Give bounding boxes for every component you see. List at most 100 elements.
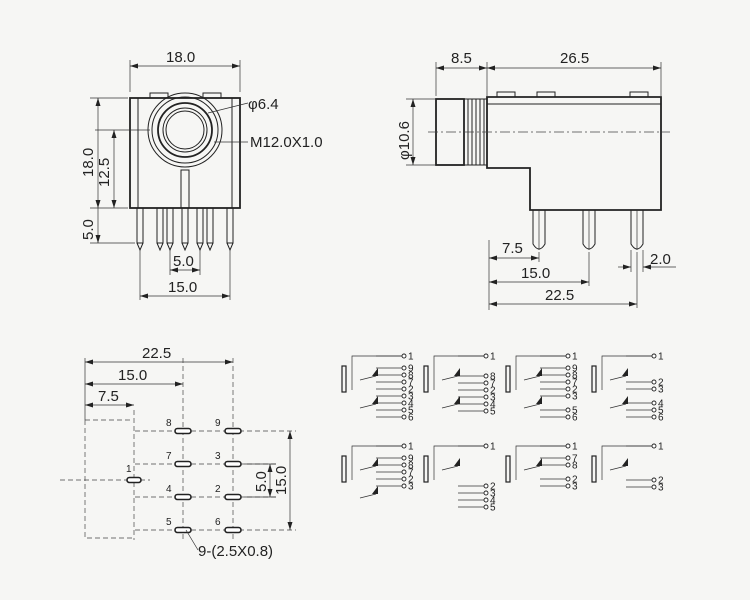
dim-pin-length-label: 5.0 [80, 219, 97, 240]
pin-label: 1 [490, 442, 496, 453]
front-pins [136, 169, 234, 252]
pin-terminal [401, 483, 407, 489]
pin-terminal [483, 408, 489, 414]
dim-body-length-label: 26.5 [560, 50, 589, 67]
pin-label: 2 [408, 475, 414, 486]
pin-terminal [401, 476, 407, 482]
dim-row-pitch-label: 5.0 [253, 471, 270, 492]
diameter-label: φ6.4 [248, 96, 279, 113]
pin-label: 7 [572, 378, 578, 389]
pin-terminal [565, 455, 571, 461]
pin-terminal [483, 483, 489, 489]
pad-label: 3 [215, 451, 221, 462]
pin-label: 1 [658, 352, 664, 363]
pin-terminal [651, 477, 657, 483]
pad-3 [224, 460, 242, 468]
sleeve-symbol [591, 455, 597, 483]
dim-col-span-label: 15.0 [273, 466, 290, 495]
pin-terminal [401, 455, 407, 461]
pin-label: 5 [408, 406, 414, 417]
pin-label: 8 [572, 461, 578, 472]
pin-label: 4 [658, 399, 664, 410]
pin-terminal [565, 483, 571, 489]
side-pins [532, 210, 644, 250]
pin-terminal [483, 387, 489, 393]
dim-pin-1-label: 7.5 [502, 240, 523, 257]
dim-total-label: 22.5 [142, 345, 171, 362]
pin-label: 9 [408, 364, 414, 375]
pad-label: 2 [215, 484, 221, 495]
dim-mid-label: 15.0 [118, 367, 147, 384]
pin-label: 8 [408, 371, 414, 382]
sleeve-symbol [505, 455, 511, 483]
pad-2 [224, 493, 242, 501]
sleeve-symbol [505, 365, 511, 393]
pin-label: 3 [408, 482, 414, 493]
pin-terminal [565, 386, 571, 392]
pin-label: 2 [490, 386, 496, 397]
pin-label: 1 [490, 352, 496, 363]
pin-label: 2 [572, 475, 578, 486]
pin-label: 3 [658, 483, 664, 494]
pin-terminal [651, 400, 657, 406]
pin-terminal [483, 394, 489, 400]
switch-contact [359, 493, 377, 499]
pin-terminal [651, 379, 657, 385]
pin-label: 1 [572, 352, 578, 363]
pin-label: 6 [572, 413, 578, 424]
pin-label: 7 [408, 378, 414, 389]
pin-terminal [651, 353, 657, 359]
pad-label: 9 [215, 418, 221, 429]
pin-label: 2 [408, 385, 414, 396]
pin-label: 6 [408, 413, 414, 424]
switch-arrow [622, 458, 628, 466]
schematic-8: 123 [591, 442, 664, 494]
pin-label: 5 [658, 406, 664, 417]
pin-label: 7 [572, 454, 578, 465]
pad-7 [174, 460, 192, 468]
dim-pin-span-label: 15.0 [168, 279, 197, 296]
pcb-footprint: 22.5 15.0 7.5 1 8 9 7 3 4 [60, 345, 296, 560]
pin-terminal [483, 373, 489, 379]
switch-contact [441, 465, 459, 471]
pin-label: 8 [572, 371, 578, 382]
jack-body-side [486, 96, 662, 211]
pin-label: 8 [408, 461, 414, 472]
dim-nose-diameter-label: φ10.6 [396, 121, 413, 160]
pad-5 [174, 526, 192, 534]
pin-terminal [565, 353, 571, 359]
switch-arrow [372, 396, 378, 404]
switch-schematics: 1987234561872345198723561234561987231234… [341, 352, 664, 514]
pin-terminal [401, 443, 407, 449]
pin-terminal [565, 414, 571, 420]
pin-label: 4 [408, 399, 414, 410]
thread-label: M12.0X1.0 [250, 134, 323, 151]
pin-label: 7 [490, 379, 496, 390]
pin-terminal [483, 380, 489, 386]
pin-label: 6 [658, 413, 664, 424]
pad-label: 8 [166, 418, 172, 429]
dim-pin-pitch-label: 5.0 [173, 253, 194, 270]
pin-label: 4 [490, 400, 496, 411]
pin-terminal [483, 353, 489, 359]
pin-terminal [401, 414, 407, 420]
switch-contact [359, 465, 377, 471]
switch-contact [441, 375, 459, 381]
pad-1 [126, 476, 142, 484]
pin-terminal [565, 372, 571, 378]
pin-terminal [651, 407, 657, 413]
switch-arrow [536, 396, 542, 404]
pin-label: 2 [490, 482, 496, 493]
switch-contact [523, 403, 541, 409]
pad-4 [174, 493, 192, 501]
pin-terminal [401, 469, 407, 475]
dim-pin-offset-label: 2.0 [650, 251, 671, 268]
pin-terminal [483, 443, 489, 449]
